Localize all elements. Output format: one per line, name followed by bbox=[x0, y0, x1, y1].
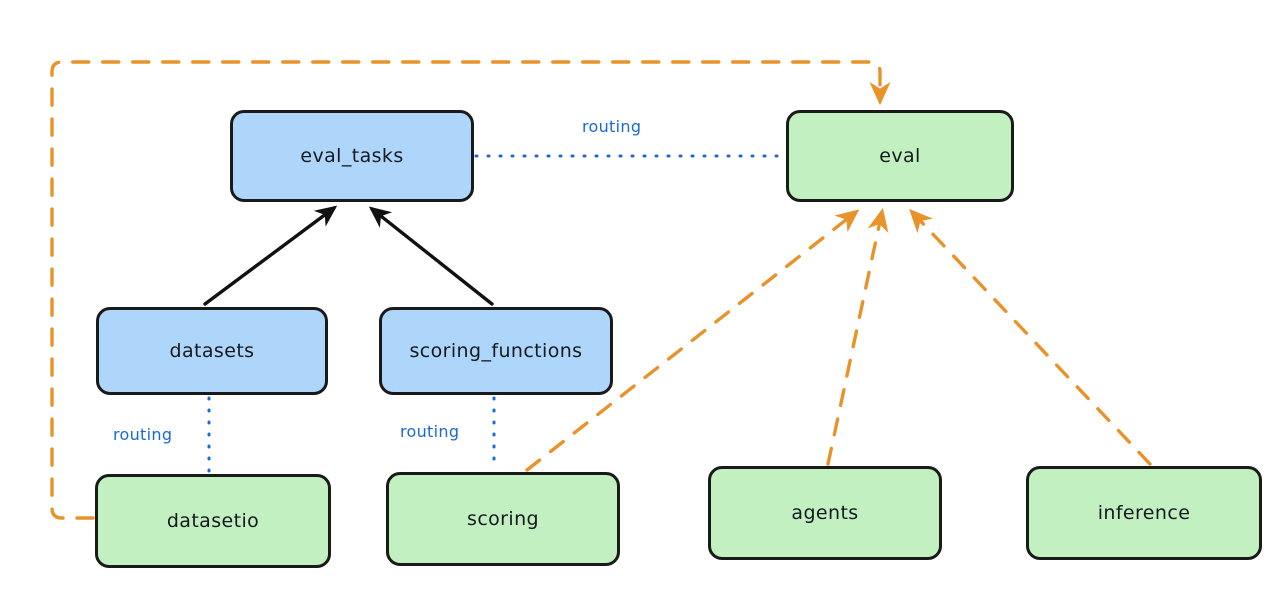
node-eval[interactable]: eval bbox=[786, 110, 1014, 202]
node-datasetio-label: datasetio bbox=[166, 509, 260, 532]
node-datasetio[interactable]: datasetio bbox=[95, 474, 331, 568]
edge-label-routing-datasetio: routing bbox=[113, 425, 173, 444]
edge-label-routing-eval: routing bbox=[582, 117, 642, 136]
node-eval-tasks[interactable]: eval_tasks bbox=[230, 110, 474, 202]
node-eval-tasks-label: eval_tasks bbox=[300, 144, 404, 167]
node-scoring[interactable]: scoring bbox=[386, 472, 620, 566]
node-eval-label: eval bbox=[879, 144, 921, 167]
node-scoring-label: scoring bbox=[467, 507, 539, 530]
edge-datasets-to-eval-tasks bbox=[203, 205, 338, 306]
edge-scoring-functions-to-eval-tasks bbox=[368, 206, 494, 306]
edge-agents-to-eval bbox=[826, 207, 889, 466]
edge-inference-to-eval bbox=[909, 208, 1152, 466]
node-scoring-functions[interactable]: scoring_functions bbox=[379, 307, 613, 395]
node-datasets[interactable]: datasets bbox=[96, 307, 328, 395]
node-inference[interactable]: inference bbox=[1026, 466, 1262, 560]
node-scoring-functions-label: scoring_functions bbox=[409, 339, 583, 362]
edge-label-routing-scoring: routing bbox=[400, 422, 460, 441]
node-inference-label: inference bbox=[1097, 501, 1191, 524]
node-agents-label: agents bbox=[791, 501, 859, 524]
node-datasets-label: datasets bbox=[169, 339, 255, 362]
node-agents[interactable]: agents bbox=[708, 466, 942, 560]
